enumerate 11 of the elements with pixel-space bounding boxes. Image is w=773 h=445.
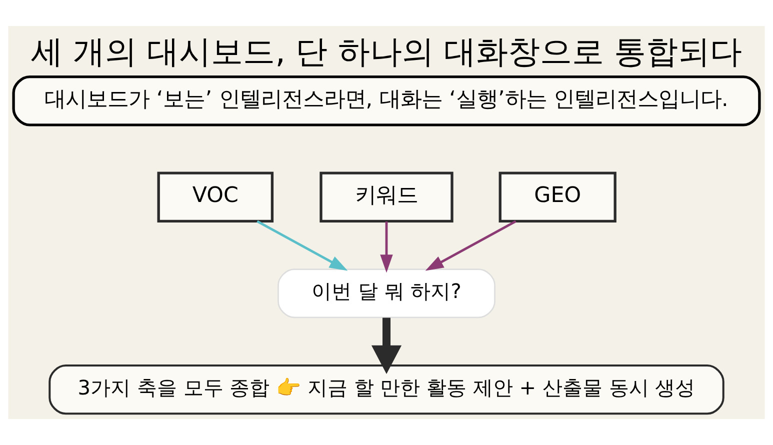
node-box: GEO xyxy=(498,172,616,222)
arrow xyxy=(425,220,516,271)
arrow xyxy=(380,222,393,273)
node-box: 대시보드가 ‘보는’ 인텔리전스라면, 대화는 ‘실행’하는 인텔리전스입니다. xyxy=(12,75,761,126)
arrow xyxy=(371,318,402,374)
node-box: 이번 달 뭐 하지? xyxy=(278,268,496,318)
node-box: VOC xyxy=(157,172,274,222)
arrow xyxy=(256,220,348,271)
node-box: 3가지 축을 모두 종합 👉 지금 할 만한 활동 제안 + 산출물 동시 생성 xyxy=(48,364,724,415)
node-box: 키워드 xyxy=(320,172,454,222)
diagram-title: 세 개의 대시보드, 단 하나의 대화창으로 통합되다 xyxy=(30,32,742,70)
